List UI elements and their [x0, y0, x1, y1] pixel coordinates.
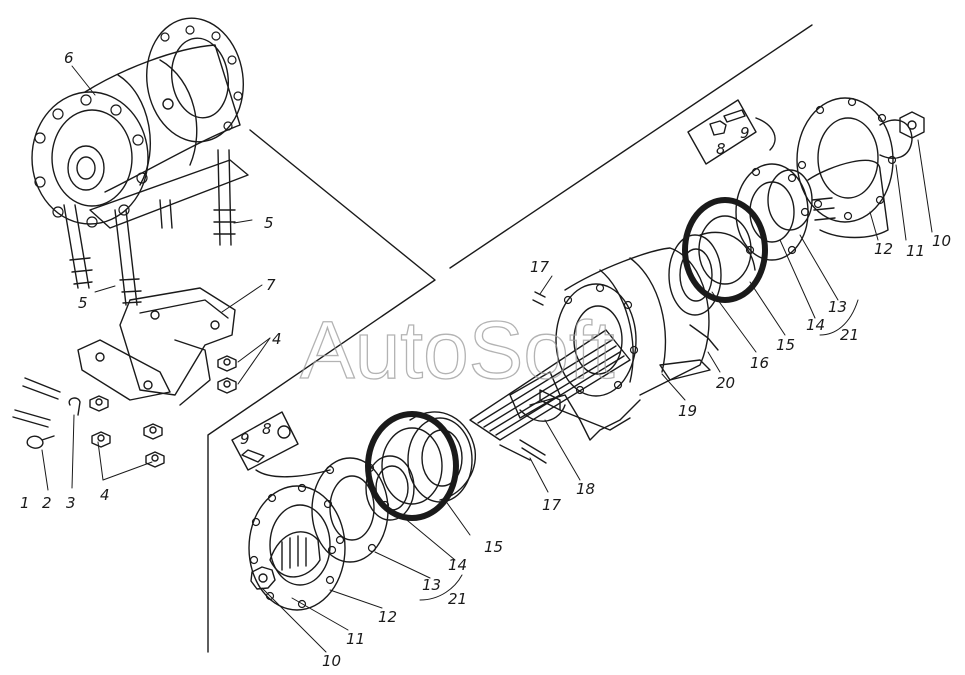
loose-fasteners: [12, 355, 237, 468]
callout-10-left: 10: [322, 652, 341, 670]
callout-12-left: 12: [378, 608, 397, 626]
callout-5-lower: 5: [78, 294, 88, 312]
left-seal-ring-14: [365, 455, 415, 521]
callout-15-right: 15: [776, 336, 795, 354]
left-flange-12: [248, 485, 346, 611]
right-seal-ring-14: [767, 169, 813, 231]
callout-13-right: 13: [828, 298, 847, 316]
callout-21-left: 21: [448, 590, 467, 608]
callout-7: 7: [266, 276, 276, 294]
callout-12-right: 12: [874, 240, 893, 258]
callout-9-left: 9: [240, 430, 250, 448]
center-shaft-assembly: [469, 197, 768, 464]
callout-17-lower: 17: [542, 496, 562, 514]
right-flange-group: [735, 97, 925, 261]
callout-15-left: 15: [484, 538, 503, 556]
right-fastener-callout-card: [687, 99, 757, 165]
housing-rear-flange: [145, 17, 245, 143]
left-flange-group: [241, 411, 476, 611]
left-gasket-15: [365, 411, 459, 521]
left-bearing: [407, 417, 473, 503]
callout-2: 2: [42, 494, 52, 512]
right-gasket-15: [682, 197, 768, 303]
pin-17-upper: [532, 291, 546, 306]
callout-19: 19: [678, 402, 697, 420]
housing-front-flange: [31, 91, 149, 225]
callout-8-left: 8: [262, 420, 272, 438]
callout-1: 1: [20, 494, 30, 512]
right-flange-12: [796, 97, 894, 223]
callout-14-right: 14: [806, 316, 825, 334]
callout-18: 18: [576, 480, 595, 498]
leader-lines: [41, 65, 933, 653]
callout-21-right: 21: [840, 326, 859, 344]
splined-shaft-18: [469, 329, 631, 441]
callout-9-right: 9: [740, 124, 750, 142]
callout-6: 6: [64, 49, 74, 67]
callout-14-left: 14: [448, 556, 467, 574]
mounting-bracket: [77, 287, 236, 406]
callout-8-right: 8: [716, 140, 726, 158]
callout-16: 16: [750, 354, 769, 372]
callout-11-right: 11: [906, 242, 925, 260]
pin-17-lower: [519, 439, 547, 464]
callout-numbers: 6 5 5 7 4 4 1 2 3 8 9 8 9 10 11 12 13 14…: [20, 49, 951, 670]
left-castle-nut-10: [250, 566, 276, 590]
separator-lines: [207, 24, 813, 653]
left-fastener-callout-card: [231, 411, 299, 471]
callout-5-upper: 5: [264, 214, 274, 232]
long-bolts: [63, 149, 236, 306]
right-castle-nut-10: [899, 111, 925, 139]
callout-4-upper: 4: [272, 330, 282, 348]
housing-assembly: [31, 17, 249, 306]
callout-13-left: 13: [422, 576, 441, 594]
callout-20: 20: [716, 374, 735, 392]
front-flange-bolt-holes: [34, 94, 148, 228]
housing-cylinder-body: [84, 44, 241, 193]
center-housing-flange-19: [555, 283, 637, 397]
left-seal-plate-13: [311, 457, 389, 563]
right-seal-plate-13: [735, 163, 809, 261]
callout-17-upper: 17: [530, 258, 550, 276]
callout-11-left: 11: [346, 630, 365, 648]
watermark-text: AutoSoft: [300, 305, 615, 396]
callout-4-lower: 4: [100, 486, 110, 504]
housing-shaft-end: [67, 145, 105, 191]
callout-10-right: 10: [932, 232, 951, 250]
center-bearing-16: [668, 234, 722, 316]
callout-3: 3: [66, 494, 76, 512]
